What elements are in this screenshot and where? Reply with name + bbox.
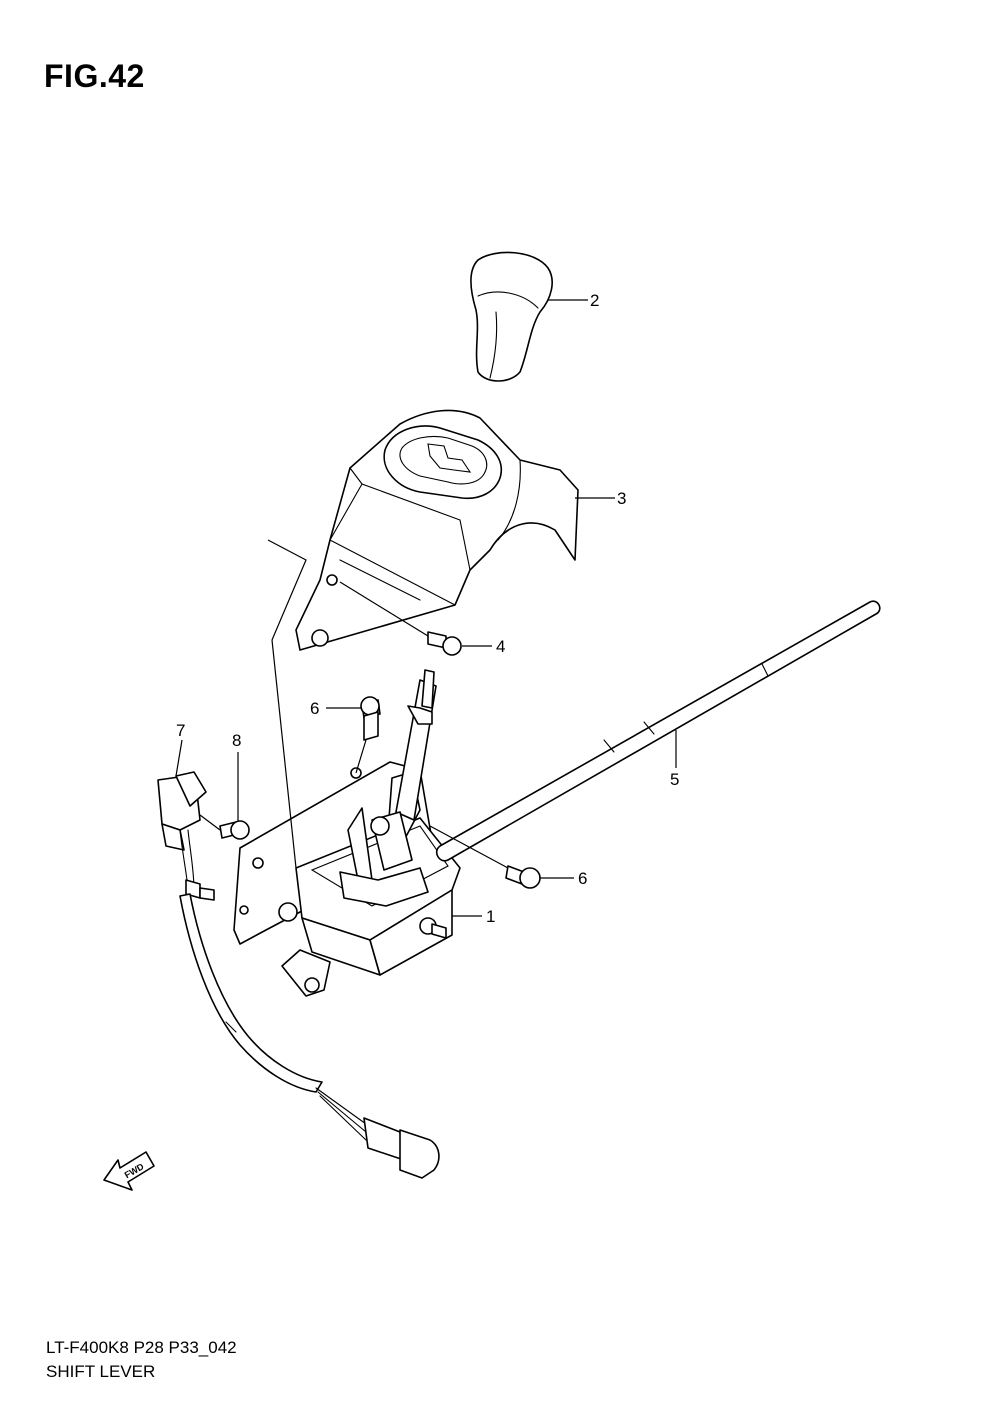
shift-knob[interactable]	[470, 251, 553, 382]
cover-bolt[interactable]	[427, 631, 462, 656]
assembly-leader-a	[267, 539, 307, 641]
figure-code: LT-F400K8 P28 P33_042	[46, 1338, 237, 1357]
cover-bolt-leader	[339, 581, 429, 637]
bracket-bolt[interactable]	[360, 696, 381, 741]
callout-3: 3	[617, 489, 626, 508]
fwd-arrow-icon: FWD	[103, 1151, 155, 1191]
switch[interactable]	[157, 771, 440, 1179]
callout-7: 7	[176, 721, 185, 740]
switch-screw[interactable]	[219, 820, 250, 840]
callout-6-lower: 6	[578, 869, 587, 888]
figure-title: FIG.42	[44, 58, 145, 94]
cable-bolt-leader	[429, 825, 509, 869]
callout-8: 8	[232, 731, 241, 750]
screw-to-switch-leader	[199, 814, 221, 831]
callout-2: 2	[590, 291, 599, 310]
shift-cable[interactable]	[435, 600, 881, 862]
callout-6-upper: 6	[310, 699, 319, 718]
callout-1: 1	[486, 907, 495, 926]
cable-bolt[interactable]	[505, 865, 541, 889]
figure-name: SHIFT LEVER	[46, 1362, 156, 1381]
shift-lever-cover[interactable]	[295, 409, 579, 651]
shift-lever-assembly[interactable]	[233, 669, 461, 997]
bracket-bolt-leader	[355, 739, 367, 774]
callout-4: 4	[496, 637, 505, 656]
assembly-leader-b	[271, 639, 297, 869]
switch-leader	[175, 739, 183, 777]
callout-5: 5	[670, 770, 679, 789]
